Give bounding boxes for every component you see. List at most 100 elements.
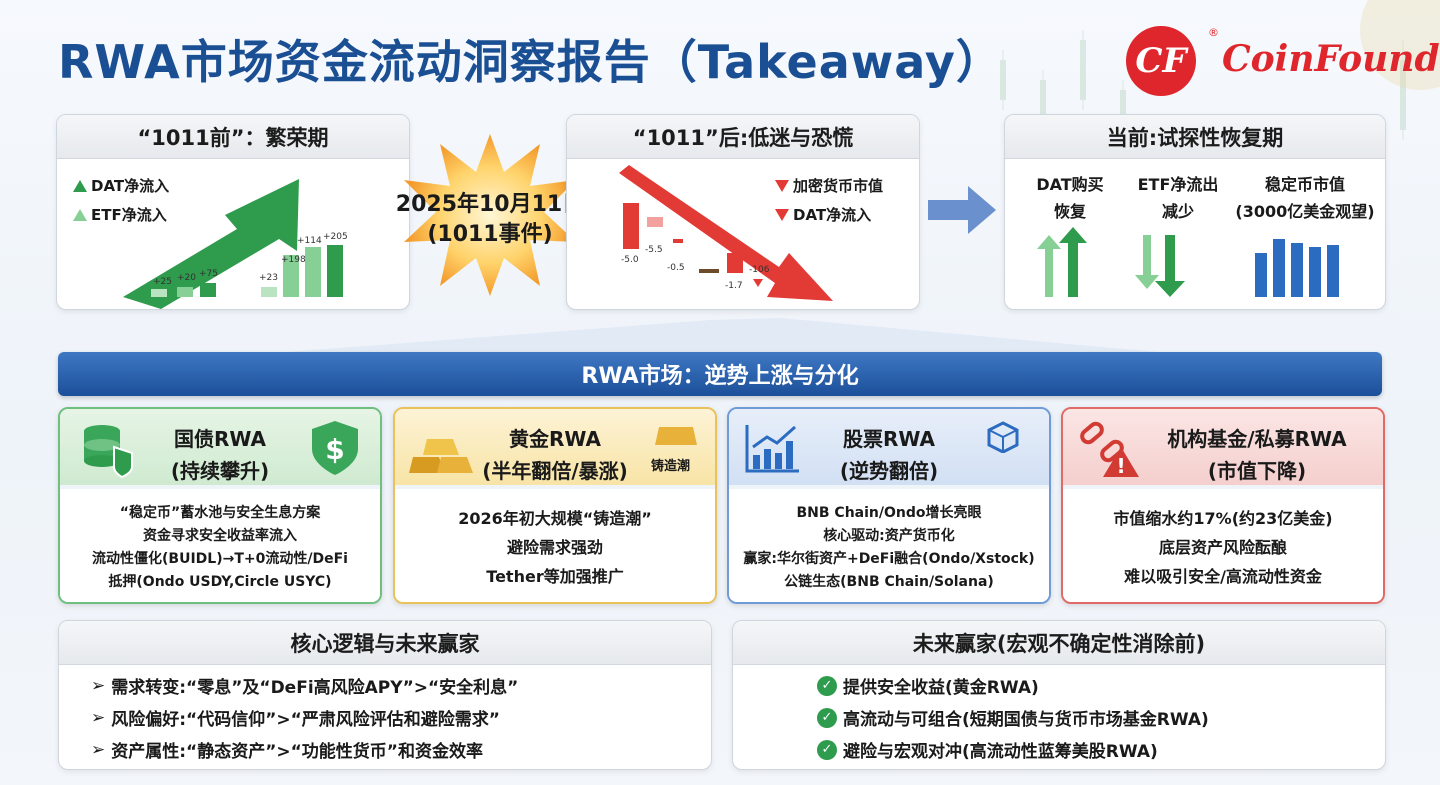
phase-slump-heading: “1011”后:低迷与恐慌 [567, 115, 919, 159]
card-body: BNB Chain/Ondo增长亮眼 核心驱动:资产货币化 赢家:华尔街资产+D… [729, 489, 1049, 602]
logic-item-text: 需求转变:“零息”及“DeFi高风险APY”>“安全利息” [111, 678, 519, 698]
slump-bar [623, 203, 639, 249]
down-triangle-icon [775, 179, 789, 192]
future-winners-panel: 未来赢家(宏观不确定性消除前) ✓ 提供安全收益(黄金RWA) ✓ 高流动与可组… [732, 620, 1386, 770]
event-date-label: 2025年10月11日 (1011事件) [380, 190, 600, 250]
event-name: (1011事件) [427, 222, 553, 247]
bar-value-label: +205 [323, 232, 348, 242]
future-winners-heading: 未来赢家(宏观不确定性消除前) [733, 621, 1385, 665]
card-body: “稳定币”蓄水池与安全生息方案 资金寻求安全收益率流入 流动性僵化(BUIDL)… [60, 489, 380, 602]
col-line: ETF净流出 [1137, 175, 1219, 194]
logo-wordmark: CoinFound [1222, 38, 1440, 80]
green-up-arrow-shape [123, 179, 299, 309]
card-title: 黄金RWA [508, 427, 602, 451]
svg-text:$: $ [325, 433, 344, 466]
phase-boom-heading: “1011前”：繁荣期 [57, 115, 409, 159]
svg-text:!: ! [1116, 454, 1125, 478]
bar-value-label: +198 [281, 255, 306, 265]
registered-mark: ® [1208, 26, 1219, 39]
event-date: 2025年10月11日 [395, 192, 585, 217]
card-line: 抵押(Ondo USDY,Circle USYC) [108, 573, 332, 590]
boom-bar [200, 283, 216, 297]
card-subtitle: (半年翻倍/暴涨) [482, 459, 628, 483]
recovery-col-etf: ETF净流出 减少 [1123, 171, 1233, 225]
coinfound-logo: CF ® CoinFound [1126, 26, 1440, 96]
card-line: 流动性僵化(BUIDL)→T+0流动性/DeFi [92, 550, 348, 567]
card-line: BNB Chain/Ondo增长亮眼 [796, 504, 982, 521]
stock-chart-icon [745, 425, 799, 473]
boom-bar [283, 255, 299, 297]
chevron-right-icon: ➢ [91, 675, 106, 696]
bar-value-label: +25 [153, 277, 172, 287]
logic-item: ➢ 风险偏好:“代码信仰”>“严肃风险评估和避险需求” [91, 705, 500, 731]
winner-item-text: 提供安全收益(黄金RWA) [843, 678, 1039, 698]
card-line: 赢家:华尔街资产+DeFi融合(Ondo/Xstock) [743, 550, 1035, 567]
col-line: (3000亿美金观望) [1235, 202, 1375, 221]
winner-item: ✓ 避险与宏观对冲(高流动性蓝筹美股RWA) [817, 737, 1158, 762]
phase-recovery-heading: 当前:试探性恢复期 [1005, 115, 1385, 159]
slump-bar-chart [619, 165, 833, 301]
bar-value-label: +20 [177, 273, 196, 283]
coin-stack-icon [84, 425, 133, 479]
blockchain-cube-icon [987, 421, 1019, 453]
phase-boom-panel: “1011前”：繁荣期 DAT净流入 ETF净流入 +25 +20 +75 +2… [56, 114, 410, 310]
card-line: 2026年初大规模“铸造潮” [458, 509, 652, 528]
bar-value-label: -5.0 [621, 255, 639, 265]
bar-value-label: +23 [259, 273, 278, 283]
legend-dat-net-inflow: DAT净流入 [775, 204, 871, 225]
check-icon: ✓ [817, 707, 837, 728]
phase-recovery-panel: 当前:试探性恢复期 DAT购买 恢复 ETF净流出 减少 稳定币市值 (3000… [1004, 114, 1386, 310]
card-line: 底层资产风险酝酿 [1158, 538, 1287, 557]
card-subtitle: (市值下降) [1207, 459, 1307, 483]
winner-item: ✓ 提供安全收益(黄金RWA) [817, 673, 1039, 698]
dollar-shield-icon: $ [312, 421, 358, 475]
down-triangle-icon [753, 279, 763, 287]
winner-item-text: 高流动与可组合(短期国债与货币市场基金RWA) [843, 710, 1209, 730]
gold-bars-icon [409, 439, 473, 473]
logic-item-text: 风险偏好:“代码信仰”>“严肃风险评估和避险需求” [111, 710, 500, 730]
slump-bar [699, 269, 719, 273]
bar-value-label: +75 [199, 269, 218, 279]
check-icon: ✓ [817, 675, 837, 696]
legend-crypto-market-cap: 加密货币市值 [775, 175, 883, 196]
card-treasury-rwa: $ 国债RWA (持续攀升) “稳定币”蓄水池与安全生息方案 资金寻求安全收益率… [58, 407, 382, 604]
recovery-col-dat: DAT购买 恢复 [1015, 171, 1125, 225]
winner-item-text: 避险与宏观对冲(高流动性蓝筹美股RWA) [843, 742, 1158, 762]
bar-value-label: +114 [297, 236, 322, 246]
up-triangle-icon [73, 179, 87, 192]
core-logic-panel: 核心逻辑与未来赢家 ➢ 需求转变:“零息”及“DeFi高风险APY”>“安全利息… [58, 620, 712, 770]
boom-bar [305, 247, 321, 297]
boom-bar [261, 287, 277, 297]
event-burst-shape [404, 134, 576, 296]
logo-mark: CF [1126, 26, 1196, 96]
legend-label: DAT净流入 [91, 177, 170, 195]
card-stock-rwa: 股票RWA (逆势翻倍) BNB Chain/Ondo增长亮眼 核心驱动:资产货… [727, 407, 1051, 604]
card-line: 资金寻求安全收益率流入 [143, 527, 297, 544]
legend-etf-inflow: ETF净流入 [73, 204, 167, 225]
card-title: 机构基金/私募RWA [1167, 427, 1347, 451]
card-body: 市值缩水约17%(约23亿美金) 底层资产风险酝酿 难以吸引安全/高流动性资金 [1063, 489, 1383, 602]
card-gold-rwa: 铸造潮 黄金RWA (半年翻倍/暴涨) 2026年初大规模“铸造潮” 避险需求强… [393, 407, 717, 604]
chevron-right-icon: ➢ [91, 739, 106, 760]
stablecoin-bar-icon [1255, 239, 1339, 297]
slump-bar [727, 253, 743, 273]
card-line: 市值缩水约17%(约23亿美金) [1113, 509, 1333, 528]
logic-item: ➢ 需求转变:“零息”及“DeFi高风险APY”>“安全利息” [91, 673, 519, 699]
card-line: 避险需求强劲 [506, 538, 603, 557]
chevron-right-icon: ➢ [91, 707, 106, 728]
logic-item: ➢ 资产属性:“静态资产”>“功能性货币”和资金效率 [91, 737, 483, 763]
check-icon: ✓ [817, 739, 837, 760]
col-line: 减少 [1161, 202, 1194, 221]
card-line: Tether等加强推广 [486, 567, 624, 586]
card-title: 股票RWA [842, 427, 936, 451]
winner-item: ✓ 高流动与可组合(短期国债与货币市场基金RWA) [817, 705, 1209, 730]
down-triangle-icon [775, 208, 789, 221]
card-line: 核心驱动:资产货币化 [823, 527, 955, 544]
legend-label: DAT净流入 [793, 206, 872, 224]
card-institutional-rwa: ! 机构基金/私募RWA (市值下降) 市值缩水约17%(约23亿美金) 底层资… [1061, 407, 1385, 604]
card-body: 2026年初大规模“铸造潮” 避险需求强劲 Tether等加强推广 [395, 489, 715, 602]
boom-bar-chart [123, 179, 343, 309]
up-triangle-icon [73, 208, 87, 221]
col-line: 稳定币市值 [1264, 175, 1345, 194]
card-line: “稳定币”蓄水池与安全生息方案 [119, 504, 321, 521]
